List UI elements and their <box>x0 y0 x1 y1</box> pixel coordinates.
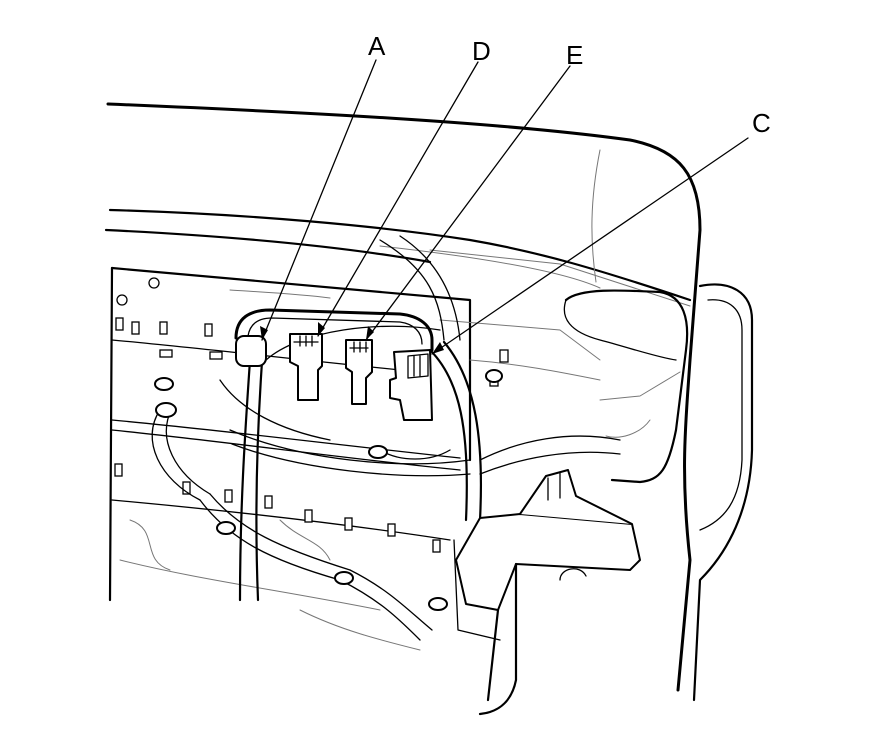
leader-a <box>261 59 377 341</box>
leader-lines <box>260 59 749 355</box>
callout-label-c: C <box>752 108 771 138</box>
arrowhead-a <box>260 326 268 340</box>
seat-back-shell <box>104 102 702 692</box>
seat-frame-panel <box>108 266 601 651</box>
arrowhead-d <box>318 322 325 336</box>
connector-c <box>389 349 433 421</box>
wire-harness <box>151 235 621 641</box>
callout-label-d: D <box>472 36 491 66</box>
leader-c <box>431 137 749 355</box>
connector-d <box>289 333 323 401</box>
arrowhead-c <box>432 342 444 354</box>
connector-bracket <box>234 308 434 367</box>
belt-guide-bracket <box>453 469 641 716</box>
arrowhead-e <box>366 326 374 340</box>
side-trim-panel <box>563 283 754 702</box>
callout-label-a: A <box>368 31 386 61</box>
connector-a-body <box>235 335 267 367</box>
connector-e <box>345 339 373 405</box>
leader-e <box>365 65 571 341</box>
leader-d <box>317 61 479 337</box>
callout-label-e: E <box>566 40 583 70</box>
